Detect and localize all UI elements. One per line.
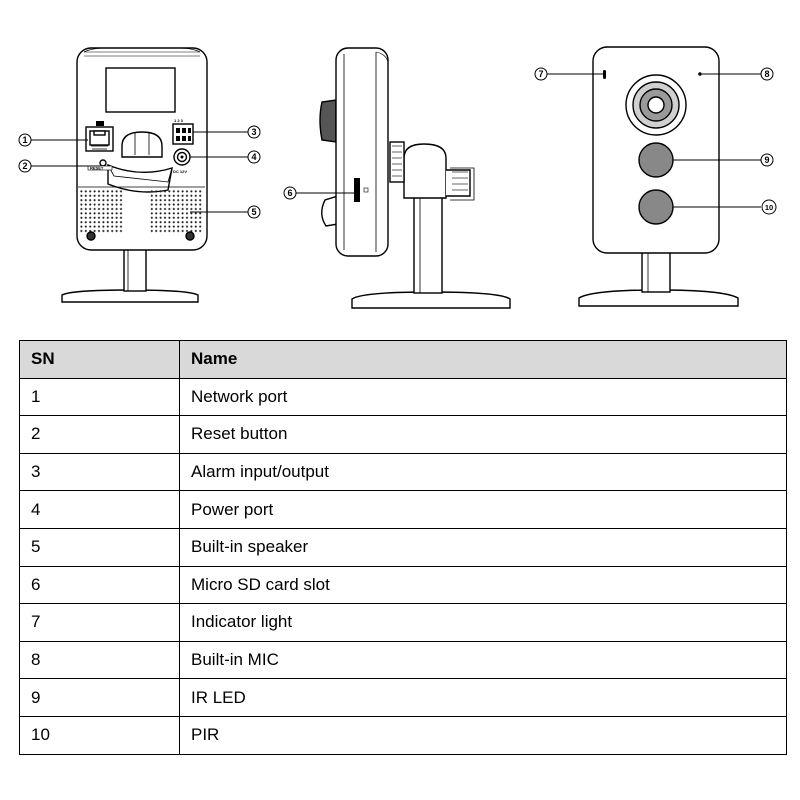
cell-sn: 6: [19, 565, 180, 605]
svg-text:1: 1: [22, 135, 27, 145]
front-stand: [578, 249, 739, 307]
cell-sn: 1: [19, 377, 180, 417]
callout-2: 2: [18, 159, 32, 173]
pir-sensor: [638, 189, 674, 225]
screw: [86, 231, 96, 241]
indicator-light: [603, 70, 606, 79]
front-view: [578, 46, 739, 307]
svg-text:3: 3: [251, 127, 256, 137]
mic-hole: [698, 72, 702, 76]
cell-name: Built-in MIC: [179, 640, 787, 680]
rear-view: RESET 1 2 3 DC 12V: [61, 47, 208, 303]
header-sn: SN: [19, 340, 180, 379]
callout-8: 8: [760, 67, 774, 81]
camera-views-diagram: RESET 1 2 3 DC 12V: [18, 46, 777, 309]
callout-5: 5: [247, 205, 261, 219]
speaker-grille-left: [80, 189, 124, 233]
cell-name: Reset button: [179, 415, 787, 454]
svg-text:6: 6: [287, 188, 292, 198]
svg-text:10: 10: [765, 203, 773, 212]
svg-text:5: 5: [251, 207, 256, 217]
callout-7: 7: [534, 67, 548, 81]
cell-sn: 7: [19, 603, 180, 642]
cell-sn: 8: [19, 640, 180, 680]
callout-10: 10: [761, 199, 777, 215]
header-name: Name: [179, 340, 787, 379]
camera-lens: [625, 74, 687, 136]
cell-name: PIR: [179, 715, 787, 755]
cell-name: IR LED: [179, 678, 787, 717]
cell-name: Micro SD card slot: [179, 565, 787, 605]
speaker-grille-right: [150, 189, 202, 233]
cell-sn: 10: [19, 715, 180, 755]
cell-name: Built-in speaker: [179, 527, 787, 567]
alarm-pin-label: 1 2 3: [174, 118, 184, 123]
side-view: [319, 47, 511, 309]
svg-text:8: 8: [764, 69, 769, 79]
callout-3: 3: [247, 125, 261, 139]
network-port: [85, 121, 114, 152]
power-label: DC 12V: [173, 169, 187, 174]
reset-label: RESET: [90, 166, 104, 171]
ir-led: [638, 142, 674, 178]
callout-1: 1: [18, 133, 32, 147]
cell-name: Indicator light: [179, 603, 787, 642]
callout-4: 4: [247, 150, 261, 164]
alarm-terminal: 1 2 3: [172, 118, 194, 145]
power-port: [173, 148, 191, 166]
svg-text:7: 7: [538, 69, 543, 79]
svg-text:4: 4: [251, 152, 256, 162]
cell-name: Power port: [179, 490, 787, 529]
cell-sn: 2: [19, 415, 180, 454]
cell-sn: 3: [19, 452, 180, 492]
cell-sn: 4: [19, 490, 180, 529]
cell-name: Network port: [179, 377, 787, 417]
callout-markers: 1 2 3 4 5 6 7 8 9 10: [18, 67, 777, 219]
leader-lines: [31, 73, 761, 213]
callout-9: 9: [760, 153, 774, 167]
callout-6: 6: [283, 186, 297, 200]
side-body: [319, 47, 389, 257]
cell-name: Alarm input/output: [179, 452, 787, 492]
svg-text:2: 2: [22, 161, 27, 171]
side-stand: [351, 141, 511, 309]
sd-card-slot: [354, 178, 369, 202]
screw: [185, 231, 195, 241]
cell-sn: 5: [19, 527, 180, 567]
label-plate: [105, 67, 176, 113]
svg-text:9: 9: [764, 155, 769, 165]
cell-sn: 9: [19, 678, 180, 717]
mount-bracket: [107, 131, 173, 193]
table-header-row: SN Name: [19, 340, 787, 379]
